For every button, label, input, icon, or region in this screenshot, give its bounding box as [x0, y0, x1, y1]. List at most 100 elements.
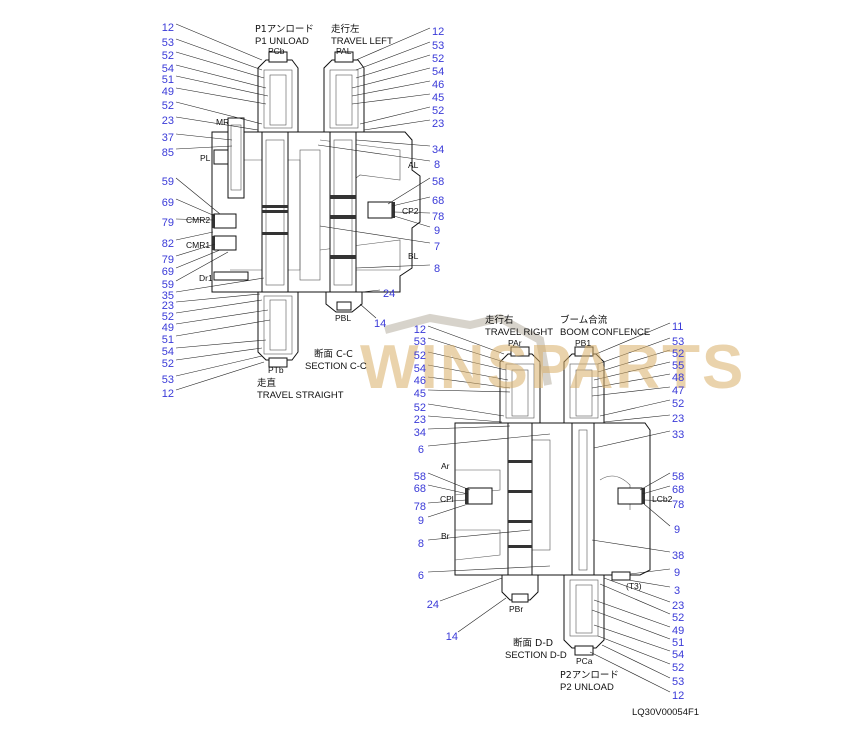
section-cc-title-en: SECTION C-C	[305, 361, 367, 372]
section-dd-title-en: SECTION D-D	[505, 650, 567, 661]
callout: 12	[672, 690, 684, 702]
callout: 69	[162, 197, 174, 209]
callout: 3	[674, 585, 680, 597]
callout: 52	[162, 50, 174, 62]
callout: 53	[162, 37, 174, 49]
callout: 8	[418, 538, 424, 550]
travel-straight-jp: 走直	[257, 377, 277, 389]
callout: 7	[434, 241, 440, 253]
callout: 12	[432, 26, 444, 38]
port-cmr2: CMR2	[186, 215, 210, 225]
callout: 47	[672, 385, 684, 397]
port-lcb2: LCb2	[652, 494, 673, 504]
callout: 49	[672, 625, 684, 637]
port-bl: BL	[408, 251, 419, 261]
callout: 12	[414, 324, 426, 336]
port-cp2: CP2	[402, 206, 419, 216]
section-cc-labels: P1アンロード P1 UNLOAD 走行左 TRAVEL LEFT PCb PA…	[186, 23, 419, 401]
callout: 14	[446, 631, 458, 643]
port-par: PAr	[508, 338, 522, 348]
section-dd-drawing	[454, 346, 651, 656]
callout: 23	[162, 115, 174, 127]
callout: 53	[672, 336, 684, 348]
port-pbr: PBr	[509, 604, 523, 614]
callout: 52	[432, 105, 444, 117]
callout: 53	[432, 40, 444, 52]
callout: 14	[374, 318, 386, 330]
callout: 11	[672, 321, 683, 333]
section-dd-left-callouts: 12 53 52 54 46 45 52 23 34 6 58 68 78 9 …	[414, 324, 458, 643]
drawing-id: LQ30V00054F1	[632, 707, 699, 718]
travel-left-en: TRAVEL LEFT	[331, 36, 393, 47]
callout: 68	[672, 484, 684, 496]
boom-confluence-jp: ブーム合流	[560, 314, 608, 326]
section-dd-right-callouts: 11 53 52 55 48 47 52 23 33 58 68 78 9 38…	[672, 321, 684, 702]
callout: 59	[162, 279, 174, 291]
callout: 85	[162, 147, 174, 159]
callout: 34	[414, 427, 426, 439]
callout: 8	[434, 263, 440, 275]
travel-left-jp: 走行左	[331, 23, 360, 35]
callout: 55	[672, 360, 684, 372]
callout: 54	[162, 346, 174, 358]
callout: 9	[418, 515, 424, 527]
callout: 23	[432, 118, 444, 130]
callout: 45	[432, 92, 444, 104]
callout: 12	[162, 22, 174, 34]
port-pl: PL	[200, 153, 211, 163]
section-cc-drawing	[211, 51, 421, 368]
callout: 58	[414, 471, 426, 483]
callout: 54	[162, 63, 174, 75]
callout: 52	[162, 100, 174, 112]
p1-unload-en: P1 UNLOAD	[255, 36, 309, 47]
callout: 23	[672, 600, 684, 612]
travel-straight-en: TRAVEL STRAIGHT	[257, 390, 344, 401]
port-br: Br	[441, 531, 450, 541]
callout: 59	[162, 176, 174, 188]
section-cc-left-callouts: 12 53 52 54 51 49 52 23 37 85 59 69 79 8…	[162, 22, 174, 400]
callout: 78	[432, 211, 444, 223]
callout: 46	[414, 375, 426, 387]
callout: 52	[414, 402, 426, 414]
callout: 52	[432, 53, 444, 65]
callout: 46	[432, 79, 444, 91]
port-pca: PCa	[576, 656, 593, 666]
callout: 52	[672, 348, 684, 360]
callout: 53	[672, 676, 684, 688]
callout: 51	[162, 334, 174, 346]
callout: 12	[162, 388, 174, 400]
leader-lines	[175, 23, 671, 693]
boom-confluence-en: BOOM CONFLENCE	[560, 327, 650, 338]
port-pb1: PB1	[575, 338, 591, 348]
callout: 82	[162, 238, 174, 250]
callout: 52	[162, 358, 174, 370]
callout: 24	[427, 599, 439, 611]
p2-unload-en: P2 UNLOAD	[560, 682, 614, 693]
callout: 58	[672, 471, 684, 483]
callout: 9	[674, 567, 680, 579]
port-cpl: CPl	[440, 494, 454, 504]
callout: 52	[672, 662, 684, 674]
callout: 35	[162, 290, 174, 302]
callout: 69	[162, 266, 174, 278]
port-pbl: PBL	[335, 313, 351, 323]
callout: 24	[383, 288, 395, 300]
callout: 6	[418, 444, 424, 456]
callout: 58	[432, 176, 444, 188]
callout: 52	[672, 612, 684, 624]
port-ar: Ar	[441, 461, 450, 471]
callout: 23	[672, 413, 684, 425]
callout: 78	[414, 501, 426, 513]
travel-right-jp: 走行右	[485, 314, 514, 326]
callout: 53	[414, 336, 426, 348]
callout: 51	[162, 74, 174, 86]
port-al: AL	[408, 160, 419, 170]
port-ptb: PTb	[268, 365, 284, 375]
port-pcb: PCb	[268, 46, 285, 56]
callout: 78	[672, 499, 684, 511]
callout: 23	[414, 414, 426, 426]
callout: 34	[432, 144, 444, 156]
callout: 68	[432, 195, 444, 207]
section-cc-right-callouts: 12 53 52 54 46 45 52 23 34 8 58 68 78 9 …	[374, 26, 444, 330]
